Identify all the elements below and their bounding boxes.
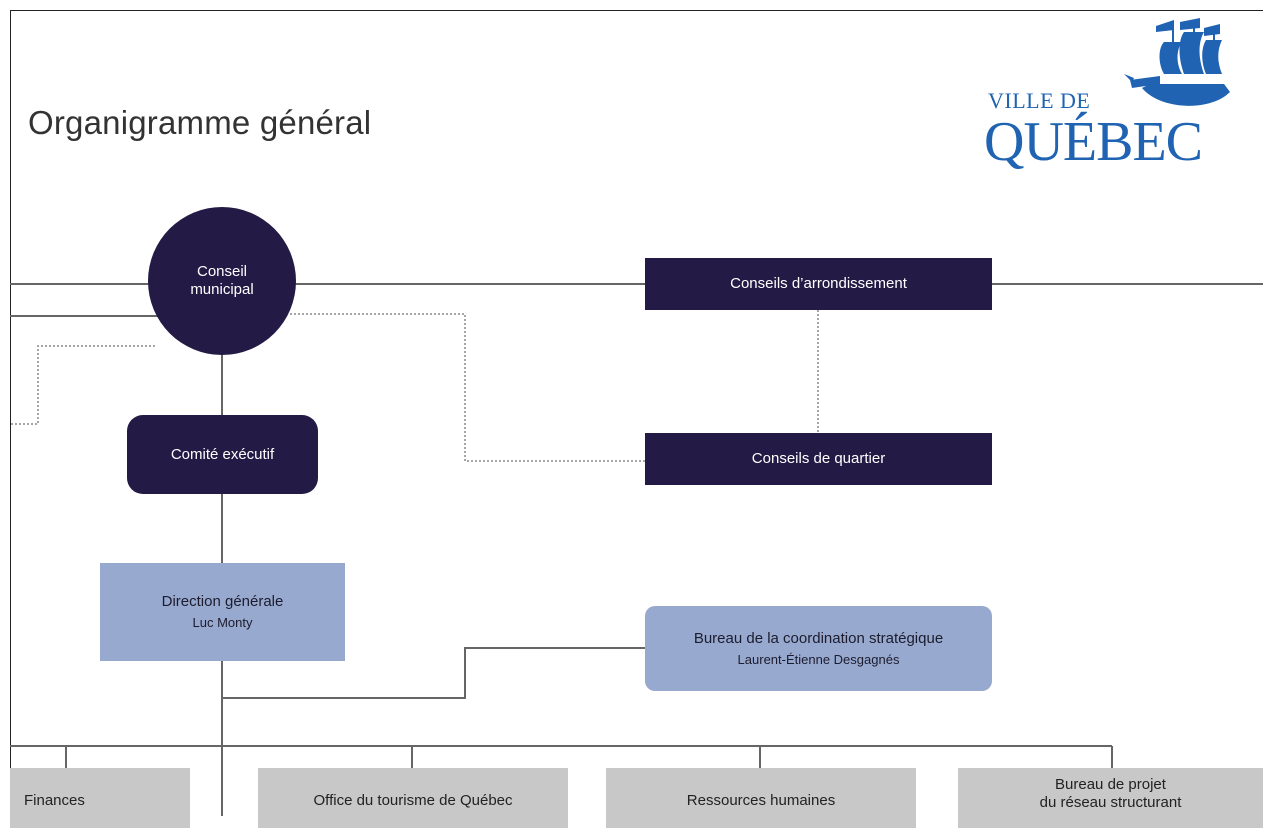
ville-de-quebec-logo: VILLE DE QUÉBEC <box>980 18 1240 188</box>
node-conseil-municipal: Conseil municipal <box>148 207 296 355</box>
dotted-line-to-conseils-quartier <box>290 313 645 462</box>
node-label: Office du tourisme de Québec <box>313 792 513 809</box>
node-label: Conseils d’arrondissement <box>730 275 907 292</box>
node-label-line1: Conseil <box>196 263 248 280</box>
ship-icon <box>1124 18 1230 106</box>
logo-text-quebec: QUÉBEC <box>984 111 1203 173</box>
node-office-tourisme: Office du tourisme de Québec <box>258 768 568 828</box>
page-frame <box>10 10 1263 816</box>
line-to-bureau-coordination <box>222 647 645 699</box>
node-finances: Finances <box>10 768 190 828</box>
node-label-line2: municipal <box>190 281 254 298</box>
node-label-line2: du réseau structurant <box>1039 794 1182 811</box>
node-person: Luc Monty <box>192 615 253 631</box>
node-label-line1: Bureau de projet <box>1055 776 1166 793</box>
node-label: Comité exécutif <box>170 445 275 463</box>
dotted-line-left <box>10 345 155 425</box>
node-label: Ressources humaines <box>686 792 836 809</box>
node-comite-executif: Comité exécutif <box>127 415 318 494</box>
node-bureau-projet: Bureau de projet du réseau structurant <box>958 768 1263 828</box>
node-bureau-coordination-strategique: Bureau de la coordination stratégique La… <box>645 606 992 691</box>
node-label: Conseils de quartier <box>751 450 886 467</box>
node-direction-generale: Direction générale Luc Monty <box>100 563 345 661</box>
node-label: Bureau de la coordination stratégique <box>693 629 944 647</box>
node-person: Laurent-Étienne Desgagnés <box>737 651 900 667</box>
page-title: Organigramme général <box>28 104 372 141</box>
logo-text-ville-de: VILLE DE <box>988 88 1091 113</box>
node-ressources-humaines: Ressources humaines <box>606 768 916 828</box>
node-conseils-arrondissement: Conseils d’arrondissement <box>645 258 992 310</box>
node-label: Finances <box>24 792 85 809</box>
node-conseils-quartier: Conseils de quartier <box>645 433 992 485</box>
node-label: Direction générale <box>161 593 284 611</box>
